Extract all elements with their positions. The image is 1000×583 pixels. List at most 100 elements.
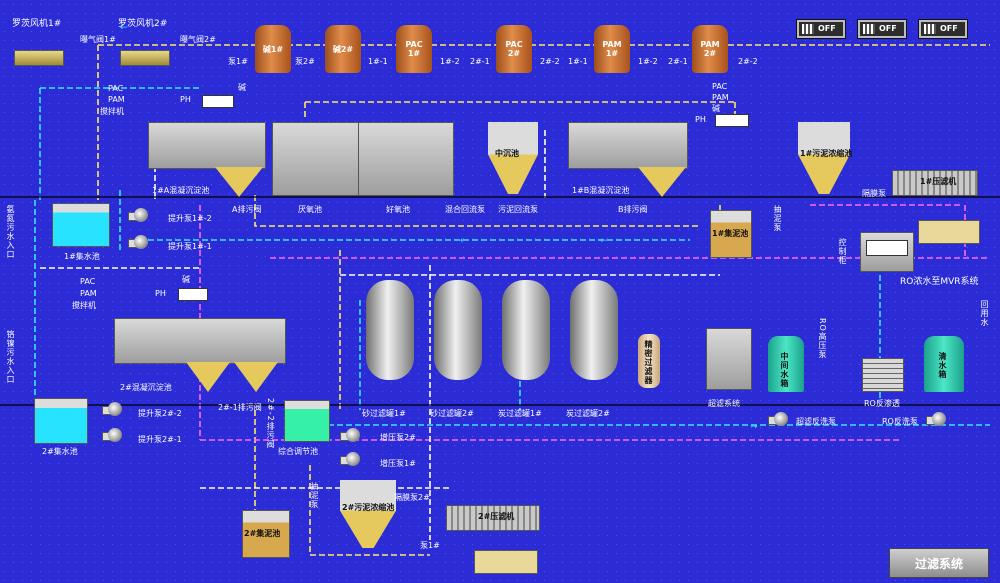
filter-press1-label: 1#压滤机 [920,177,957,186]
pac-label-2: PAC [712,82,728,91]
blower2-icon[interactable] [120,50,170,66]
aerobic-label: 好氧池 [386,205,410,214]
ph-label-3: PH [155,289,166,298]
sludge-pit2[interactable] [242,510,290,558]
mix-return-label: 混合回流泵 [445,205,485,214]
regulating-pool[interactable] [284,400,330,442]
lift-pump1-2[interactable] [128,208,148,224]
press-pump1-label: 隔膜泵 [862,189,886,198]
pump-sludge-label: 抽泥泵 [773,205,782,232]
pac-label-1: PAC [108,84,124,93]
coag2-hopper-1 [186,362,230,392]
ph-label-1: PH [180,95,191,104]
sand1-label: 砂过滤罐1# [362,409,406,418]
ph-value-field-2[interactable] [715,114,749,127]
coag2-basin[interactable] [114,318,286,364]
pam-label-1: PAM [108,95,125,104]
pool2-label: 2#集水池 [42,447,78,456]
sludge-pit1[interactable] [710,210,752,258]
booster-pump1[interactable] [340,452,360,468]
sand-filter1[interactable] [366,280,414,380]
mid-tank[interactable] [768,336,804,392]
coag2-hopper-2 [234,362,278,392]
ro-unit[interactable] [862,358,904,392]
lift-pump2-1[interactable] [102,428,122,444]
pac1-pump-a: 1#-1 [368,57,388,66]
regulating-label: 综合调节池 [278,447,318,456]
uf-backwash-pump[interactable] [768,412,788,428]
ph-label-2: PH [695,115,706,124]
dosing-tank-pam1[interactable]: PAM 1# [594,25,630,73]
ph-value-field-3[interactable] [178,288,208,301]
truck-icon-1 [918,220,980,244]
sand2-label: 砂过滤罐2# [430,409,474,418]
b-coag-basin[interactable] [568,122,688,169]
dosing-tank-pac1[interactable]: PAC 1# [396,25,432,73]
precision-filter[interactable] [638,334,660,388]
off-switch-2[interactable]: OFF [857,19,907,39]
press-pump1b-label: 泵1# [420,541,440,550]
sludge-thick1-label: 1#污泥浓缩池 [800,149,853,158]
pac2-pump-a: 2#-1 [470,57,490,66]
filter-system-button[interactable]: 过滤系统 [889,548,989,578]
switch-icon [863,24,875,34]
filter-press2[interactable] [446,505,540,531]
booster2-label: 增压泵2# [380,433,416,442]
ro-back-label: RO反洗泵 [882,417,918,426]
dosing-tank-alkali2[interactable]: 碱2# [325,25,361,73]
b-discharge-label: B排污阀 [618,205,648,214]
a-discharge-label: A排污阀 [232,205,262,214]
aerobic-tank[interactable] [358,122,454,196]
dosing-tank-pac2[interactable]: PAC 2# [496,25,532,73]
control-cabinet-display [866,240,908,256]
dosing-tank-alkali1[interactable]: 碱1# [255,25,291,73]
ro-backwash-pump[interactable] [926,412,946,428]
dosing-tank-pam2[interactable]: PAM 2# [692,25,728,73]
pump2-label: 泵2# [295,57,315,66]
svg-text:→: → [750,422,758,432]
inlet2-label: 铬镍污水入口 [6,330,15,384]
blower1-icon[interactable] [14,50,64,66]
a-coag-basin[interactable] [148,122,266,169]
sludge-pit2-label: 2#集泥池 [244,529,281,538]
ro-pump-label: RO高压泵 [818,318,827,359]
switch-icon [802,24,814,34]
precision-label: 精密过滤器 [644,340,653,385]
lift-pump1-1[interactable] [128,235,148,251]
booster-pump2[interactable] [340,428,360,444]
svg-text:←: ← [460,236,468,246]
a-coag-hopper [215,167,263,197]
a-coag-label: 1#A混凝沉淀池 [152,186,210,195]
clean-tank[interactable] [924,336,964,392]
control-cabinet-label: 控制柜 [838,238,847,265]
pool2[interactable] [34,398,88,444]
off-switch-3[interactable]: OFF [918,19,968,39]
pac1-pump-b: 1#-2 [440,57,460,66]
uf-system[interactable] [706,328,752,390]
ph-value-field-1[interactable] [202,95,234,108]
anaerobic-label: 厌氧池 [298,205,322,214]
lift2-2-label: 提升泵2#-2 [138,409,182,418]
lift-pump2-2[interactable] [102,402,122,418]
sand-filter2[interactable] [434,280,482,380]
sludge-return-label: 污泥回流泵 [498,205,538,214]
mid-tank-label: 中间水箱 [780,352,789,388]
filter-press2-label: 2#压滤机 [478,512,515,521]
sludge-thick2-label: 2#污泥浓缩池 [342,503,395,512]
mixer-label-1: 搅拌机 [100,107,124,116]
carbon-filter2[interactable] [570,280,618,380]
filter-press1[interactable] [892,170,978,196]
reuse-label: 回用水 [980,300,989,327]
anaerobic-tank[interactable] [272,122,360,196]
off-switch-1[interactable]: OFF [796,19,846,39]
ro-concentrate-label: RO浓水至MVR系统 [900,277,979,287]
lift2-1-label: 提升泵2#-1 [138,435,182,444]
b-coag-hopper [638,167,686,197]
alkali-label-1: 碱 [238,83,246,92]
pool1[interactable] [52,203,110,247]
pump-sludge2-label: 抽泥泵 [310,482,319,509]
carbon2-label: 炭过滤罐2# [566,409,610,418]
booster1-label: 增压泵1# [380,459,416,468]
carbon-filter1[interactable] [502,280,550,380]
